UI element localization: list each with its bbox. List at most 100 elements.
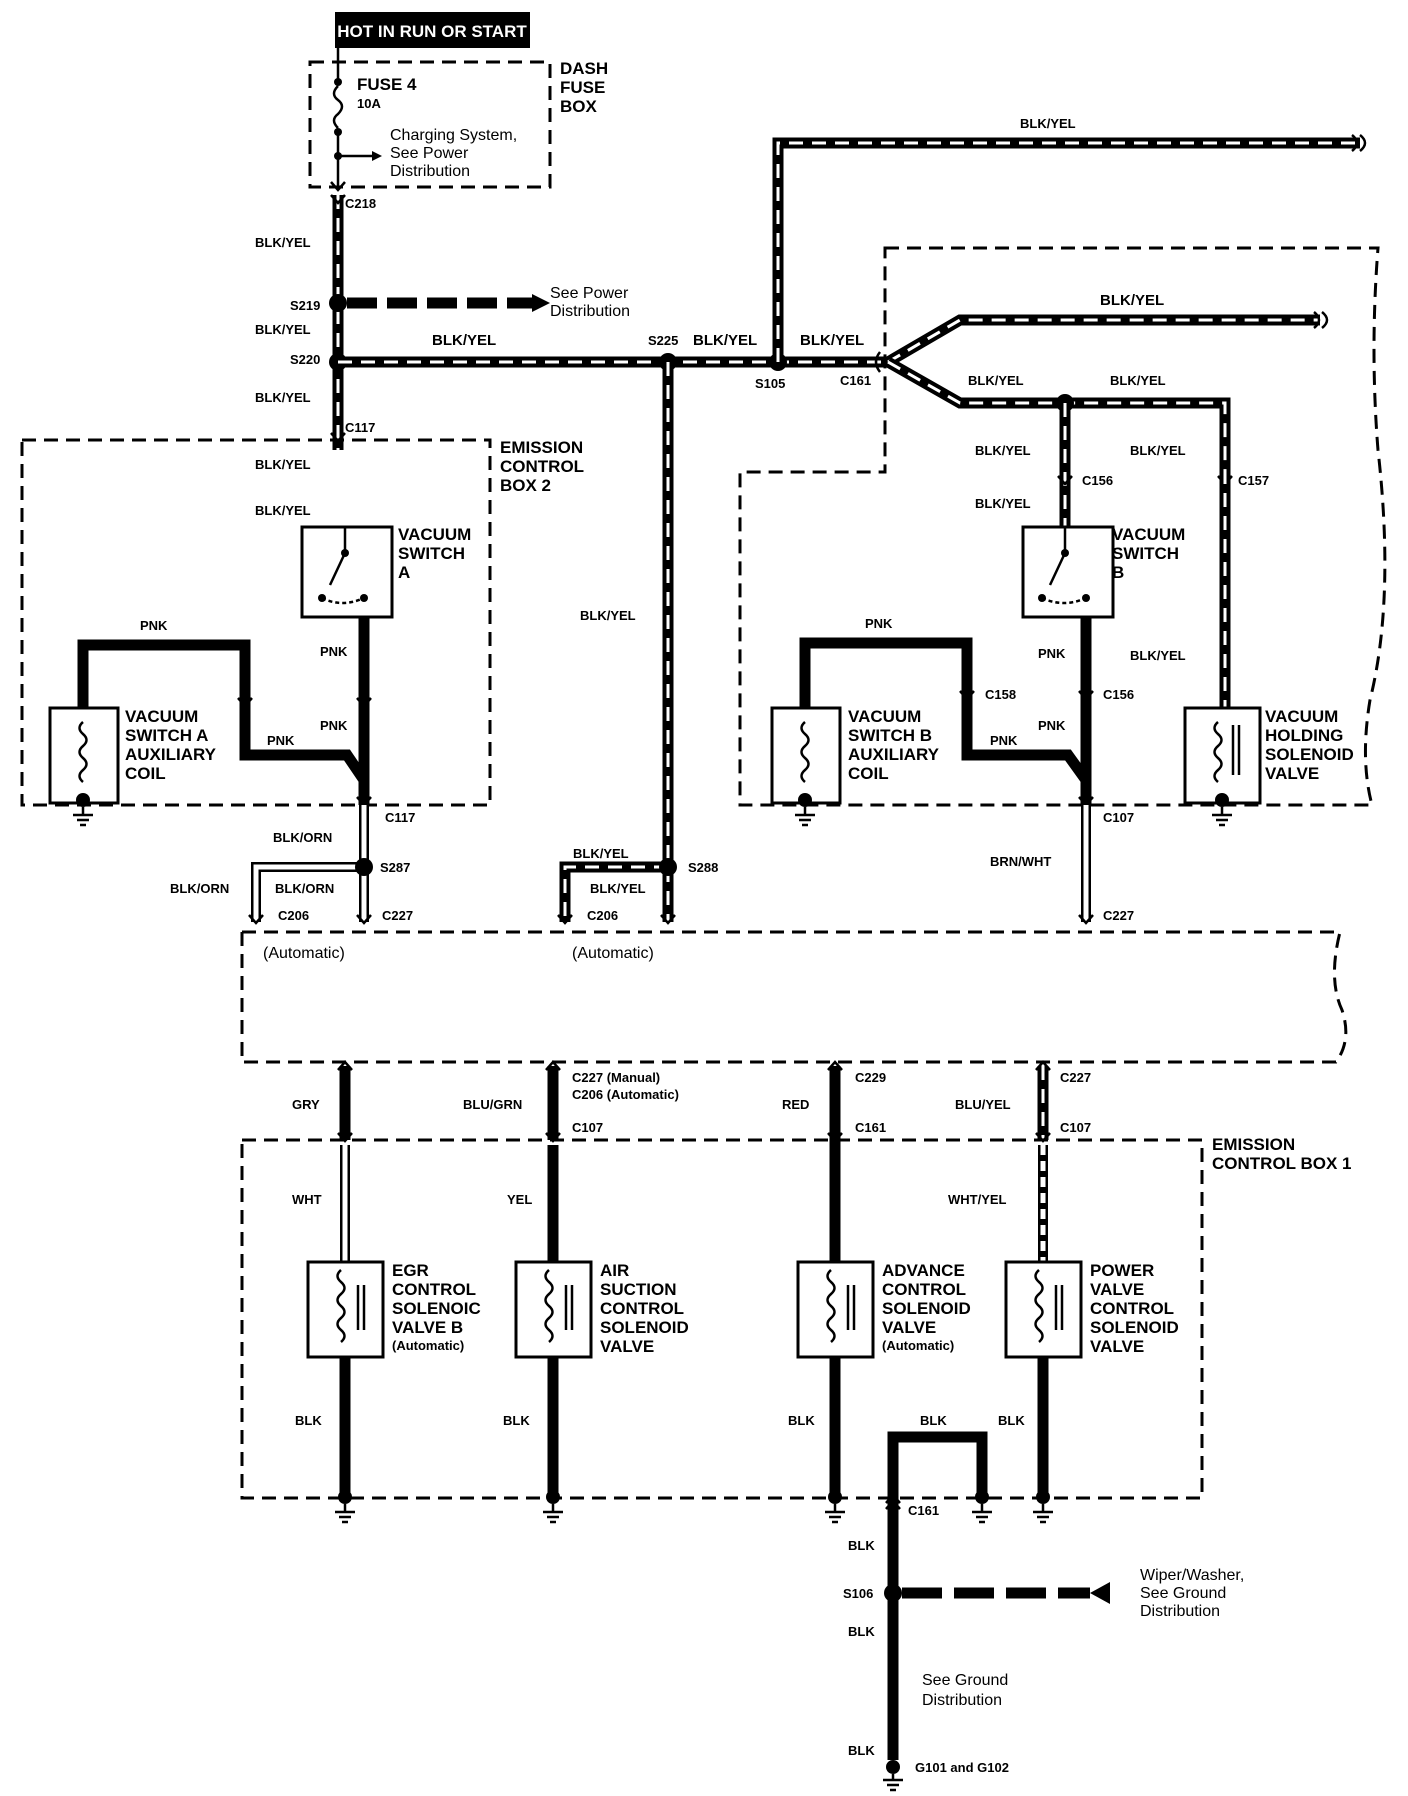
wire-label-gry: GRY [292,1097,320,1112]
vacuum-switch-b [1021,525,1115,619]
ground-icon [73,807,93,827]
vsa-aux-label-2: SWITCH A [125,726,208,745]
vsa-label-3: A [398,563,410,582]
connector-c227-a: C227 [382,908,413,923]
wire-label-blk-yel-10: BLK/YEL [255,457,311,472]
fuse-4 [330,48,382,192]
wiper-note-2: See Ground [1140,1585,1226,1602]
wire-label-blk-yel-17: BLK/YEL [1130,443,1186,458]
splice-label-s106: S106 [843,1586,873,1601]
egr-label-4: VALVE B [392,1318,463,1337]
air-suction-control-solenoid-valve [514,1260,593,1359]
air-label-3: CONTROL [600,1299,684,1318]
air-label-2: SUCTION [600,1280,677,1299]
vhs-label-1: VACUUM [1265,707,1338,726]
vhs-label-2: HOLDING [1265,726,1343,745]
dash-fuse-box [308,60,552,189]
connector-c107-c: C107 [1060,1120,1091,1135]
solenoid-ground-wires [339,1357,1049,1495]
wire-label-blk-yel-14: BLK/YEL [590,881,646,896]
vsa-aux-label-3: AUXILIARY [125,745,217,764]
wire-pnk-box2 [77,617,370,805]
wire-label-blk-yel-6: BLK/YEL [1100,292,1164,309]
wire-label-blk-yel-7: BLK/YEL [968,373,1024,388]
automatic-note-1: (Automatic) [263,945,345,962]
wire-label-blk-8: BLK [848,1743,875,1758]
vacuum-switch-b-contacts [1038,527,1090,605]
connector-c161-c: C161 [908,1503,939,1518]
wire-main-ground [885,1493,901,1760]
emission-control-box-2 [20,438,492,807]
adv-label-5: (Automatic) [882,1338,954,1353]
adv-label-1: ADVANCE [882,1261,965,1280]
ground-icon [795,807,815,827]
connector-c161-fanout [874,311,1329,470]
wiper-note-1: Wiper/Washer, [1140,1567,1244,1584]
fuse-box-title-1: DASH [560,59,608,78]
vacuum-holding-solenoid-valve [1183,706,1262,805]
pwr-label-3: CONTROL [1090,1299,1174,1318]
wire-label-wht-yel: WHT/YEL [948,1192,1007,1207]
wire-label-pnk-3: PNK [320,718,348,733]
fuse-box-title-2: FUSE [560,78,605,97]
connector-c218: C218 [345,196,376,211]
splice-label-s220: S220 [290,352,320,367]
egr-label-1: EGR [392,1261,429,1280]
ground-point-label: G101 and G102 [915,1760,1009,1775]
lower-wires [339,1066,1049,1262]
air-label-4: SOLENOID [600,1318,689,1337]
right-upper-region [738,246,1387,807]
wire-label-blk-3: BLK [788,1413,815,1428]
vacuum-switch-b-aux-coil [770,706,842,805]
wire-label-blk-yel-5: BLK/YEL [800,332,864,349]
wire-label-blk-yel-18: BLK/YEL [1130,648,1186,663]
connector-c107-b: C107 [572,1120,603,1135]
adv-label-2: CONTROL [882,1280,966,1299]
ground-note-2: Distribution [922,1692,1002,1709]
solenoid-advance-icon [826,1269,836,1343]
ecb2-title-2: CONTROL [500,457,584,476]
vsb-label-2: SWITCH [1112,544,1179,563]
vsa-label-1: VACUUM [398,525,471,544]
splice-s106 [884,1584,902,1602]
connector-c157: C157 [1238,473,1269,488]
wire-label-pnk-5: PNK [865,616,893,631]
connector-c227-b: C227 [1103,908,1134,923]
power-label: HOT IN RUN OR START [337,22,527,41]
connector-c161-b: C161 [855,1120,886,1135]
wire-label-blk-2: BLK [503,1413,530,1428]
coil-a-icon [78,721,88,783]
vacuum-switch-a-contacts [318,527,368,605]
wire-label-blk-yel-4: BLK/YEL [693,332,757,349]
adv-label-3: SOLENOID [882,1299,971,1318]
solenoid-vhs-icon [1213,721,1223,783]
wire-label-blk-yel-2: BLK/YEL [255,322,311,337]
ecb1-title-2: CONTROL BOX 1 [1212,1154,1351,1173]
connector-c117-bottom: C117 [385,810,415,825]
wire-label-blk-7: BLK [848,1624,875,1639]
fuse-name: FUSE 4 [357,75,417,94]
connector-c227-c: C227 [1060,1070,1091,1085]
vhs-label-3: SOLENOID [1265,745,1354,764]
wire-center-down [559,362,674,922]
wire-label-blk-yel-11: BLK/YEL [255,503,311,518]
charging-note-3: Distribution [390,163,470,180]
wire-label-pnk-1: PNK [140,618,168,633]
ecb2-title-1: EMISSION [500,438,583,457]
solenoid-feed-wires [340,1145,1048,1262]
wire-top-run [772,134,1367,362]
wire-label-blk-orn-1: BLK/ORN [273,830,332,845]
splice-label-s225: S225 [648,333,678,348]
air-label-5: VALVE [600,1337,654,1356]
wire-label-blu-yel: BLU/YEL [955,1097,1011,1112]
pwr-label-4: SOLENOID [1090,1318,1179,1337]
wire-label-blk-4: BLK [920,1413,947,1428]
coil-b-icon [800,721,810,783]
wire-label-blk-6: BLK [848,1538,875,1553]
wire-wiper-ground [902,1582,1110,1604]
connector-c229: C229 [855,1070,886,1085]
egr-label-2: CONTROL [392,1280,476,1299]
vsa-aux-label-1: VACUUM [125,707,198,726]
wire-label-pnk-8: PNK [990,733,1018,748]
splice-s219 [329,294,347,312]
